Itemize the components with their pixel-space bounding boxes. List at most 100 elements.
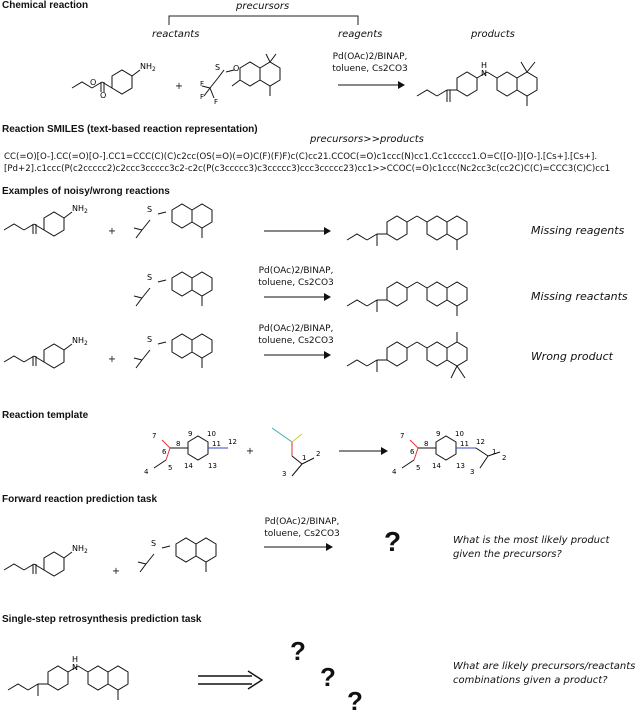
molecule-ethyl-aminobenzoate: NH2 xyxy=(3,204,88,237)
smiles-string-line1: CC(=O)[O-].CC(=O)[O-].CC1=CCC(C)(C)c2cc(… xyxy=(4,152,598,162)
retro-question-mark: ? xyxy=(290,636,306,666)
plus-sign: + xyxy=(112,566,120,577)
svg-text:5: 5 xyxy=(416,464,420,472)
template-reactant-1: 7 9 10 12 8 11 6 14 13 5 4 xyxy=(144,430,237,476)
label-reagents: reagents xyxy=(338,29,383,40)
label-missing-reagents: Missing reagents xyxy=(531,224,625,237)
svg-text:11: 11 xyxy=(212,440,221,448)
forward-question-line2: given the precursors? xyxy=(453,549,562,560)
label-missing-reactants: Missing reactants xyxy=(531,290,628,303)
conditions-text: Pd(OAc)2/BINAP, toluene, Cs2CO3 xyxy=(256,516,348,540)
atom-S: S xyxy=(215,63,220,72)
atom-H: H xyxy=(481,61,487,70)
retrosynthesis-arrow xyxy=(198,670,264,690)
svg-text:5: 5 xyxy=(168,464,172,472)
forward-question-line1: What is the most likely product xyxy=(453,535,610,546)
atom-NH2: NH2 xyxy=(72,336,88,347)
retro-question-text: What are likely precursors/reactants com… xyxy=(453,660,635,688)
label-wrong-product: Wrong product xyxy=(531,350,613,363)
molecule-wrong-product xyxy=(346,332,468,379)
atom-NH2: NH2 xyxy=(140,62,156,73)
atom-F: F xyxy=(200,93,204,101)
section-title-reaction-template: Reaction template xyxy=(2,410,89,421)
svg-text:8: 8 xyxy=(176,440,180,448)
molecule-triflate-reactant: S xyxy=(133,333,213,369)
plus-sign: + xyxy=(246,446,254,457)
precursors-bracket xyxy=(168,15,359,25)
molecule-product xyxy=(346,281,468,316)
conditions-text: Pd(OAc)2/BINAP, toluene, Cs2CO3 xyxy=(326,51,414,75)
molecule-ethyl-aminobenzoate: O O NH2 xyxy=(71,62,156,100)
reaction-arrow xyxy=(338,81,405,89)
conditions-line2: toluene, Cs2CO3 xyxy=(332,64,408,74)
atom-S: S xyxy=(147,273,152,282)
atom-O: O xyxy=(90,78,96,87)
retro-question-mark: ? xyxy=(347,686,363,716)
conditions-line1: Pd(OAc)2/BINAP, xyxy=(264,517,340,527)
svg-text:2: 2 xyxy=(316,450,320,458)
atom-S: S xyxy=(147,335,152,344)
section-title-forward-prediction: Forward reaction prediction task xyxy=(2,494,158,505)
atom-NH2: NH2 xyxy=(72,544,88,555)
molecule-triflate-reactant: S O F F F xyxy=(200,53,281,106)
atom-O: O xyxy=(233,64,239,73)
conditions-line2: toluene, Cs2CO3 xyxy=(264,529,340,539)
atom-S: S xyxy=(147,205,152,214)
svg-text:13: 13 xyxy=(208,462,217,470)
atom-F: F xyxy=(200,80,204,88)
svg-text:7: 7 xyxy=(152,432,156,440)
template-product: 7 9 10 12 8 11 6 14 13 5 4 1 2 3 xyxy=(392,430,506,476)
conditions-line2: toluene, Cs2CO3 xyxy=(258,278,334,288)
reaction-arrow xyxy=(264,351,331,359)
svg-text:9: 9 xyxy=(188,430,192,438)
molecule-product: H N xyxy=(416,61,538,106)
reaction-arrow xyxy=(339,447,388,455)
section-title-chemical-reaction: Chemical reaction xyxy=(2,0,89,11)
label-reactants: reactants xyxy=(152,29,200,40)
svg-text:1: 1 xyxy=(302,454,306,462)
molecule-triflate-reactant: S xyxy=(133,203,213,239)
svg-text:13: 13 xyxy=(456,462,465,470)
molecule-ethyl-aminobenzoate: NH2 xyxy=(3,544,88,577)
svg-text:10: 10 xyxy=(455,430,464,438)
atom-N: N xyxy=(72,663,78,672)
molecule-ethyl-aminobenzoate: NH2 xyxy=(3,336,88,369)
atom-N: N xyxy=(481,69,487,78)
svg-text:11: 11 xyxy=(460,440,469,448)
template-reactant-2: 1 2 3 xyxy=(271,427,320,478)
molecule-product xyxy=(346,215,468,250)
section-title-reaction-smiles: Reaction SMILES (text-based reaction rep… xyxy=(2,124,258,135)
retro-question-line2: combinations given a product? xyxy=(453,675,608,686)
svg-text:14: 14 xyxy=(432,462,441,470)
svg-text:3: 3 xyxy=(470,468,474,476)
reaction-arrow xyxy=(264,293,331,301)
svg-text:6: 6 xyxy=(410,448,415,456)
conditions-line2: toluene, Cs2CO3 xyxy=(258,336,334,346)
svg-text:2: 2 xyxy=(502,454,506,462)
molecule-product: H N xyxy=(7,655,129,700)
svg-text:8: 8 xyxy=(424,440,428,448)
atom-O: O xyxy=(100,91,106,100)
svg-text:10: 10 xyxy=(207,430,216,438)
atom-S: S xyxy=(151,539,156,548)
retro-question-mark: ? xyxy=(320,662,336,692)
svg-text:12: 12 xyxy=(476,438,485,446)
svg-text:4: 4 xyxy=(392,468,397,476)
forward-question-text: What is the most likely product given th… xyxy=(453,534,609,562)
plus-sign: + xyxy=(175,81,183,92)
atom-H: H xyxy=(72,655,78,664)
svg-text:4: 4 xyxy=(144,468,149,476)
smiles-caption: precursors>>products xyxy=(310,134,424,145)
svg-text:1: 1 xyxy=(492,448,496,456)
atom-F: F xyxy=(214,98,218,106)
svg-text:9: 9 xyxy=(436,430,440,438)
label-products: products xyxy=(471,29,515,40)
conditions-line1: Pd(OAc)2/BINAP, xyxy=(258,324,334,334)
plus-sign: + xyxy=(108,226,116,237)
svg-text:14: 14 xyxy=(184,462,193,470)
reaction-arrow xyxy=(264,543,333,551)
svg-text:12: 12 xyxy=(228,438,237,446)
svg-text:7: 7 xyxy=(400,432,404,440)
conditions-text: Pd(OAc)2/BINAP, toluene, Cs2CO3 xyxy=(250,265,342,289)
retro-question-line1: What are likely precursors/reactants xyxy=(453,661,636,672)
